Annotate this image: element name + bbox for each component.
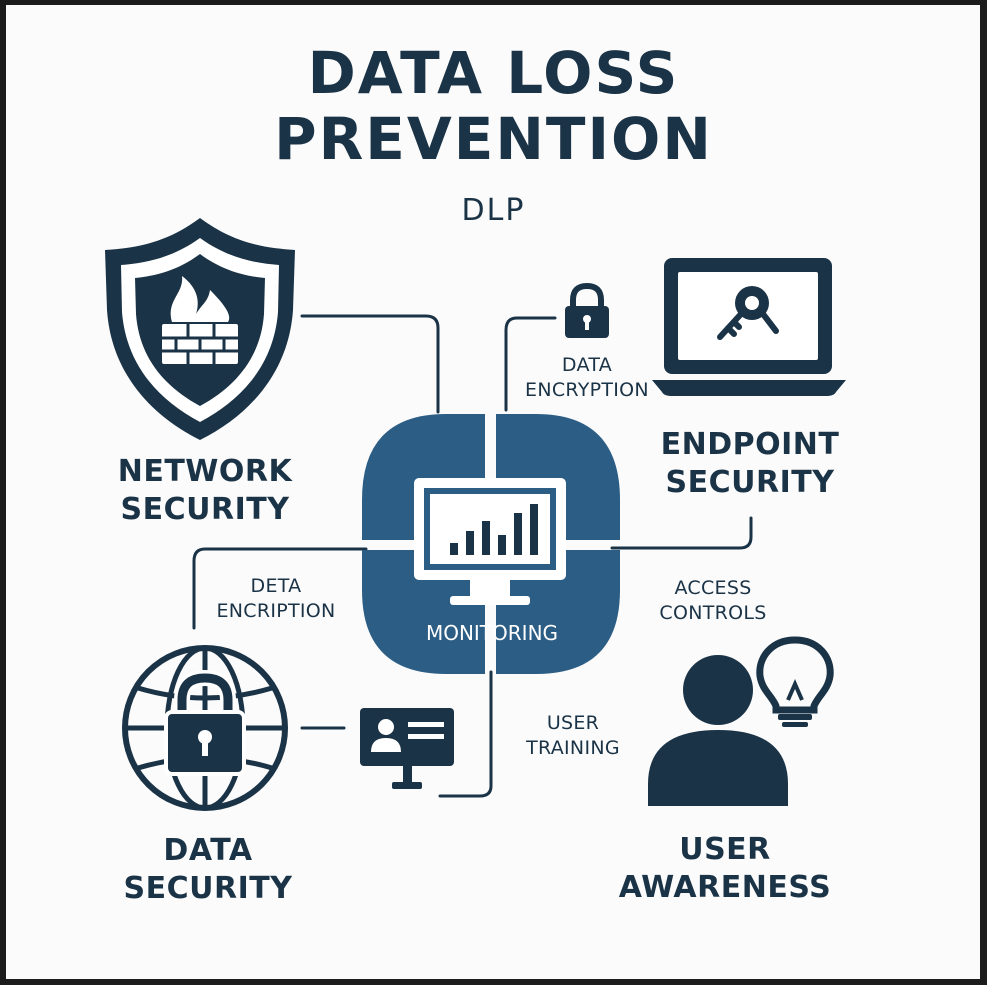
line-encryption-to-hub (504, 316, 557, 412)
globe-lock-icon (122, 645, 288, 811)
line-hub-to-endpoint (610, 516, 753, 550)
page-subtitle: DLP (461, 193, 526, 228)
endpoint-security-label: ENDPOINT SECURITY (660, 427, 840, 500)
network-security-label: NETWORK SECURITY (117, 454, 293, 527)
title-line-1: DATA LOSS (307, 39, 680, 107)
line-hub-to-data-security (192, 547, 368, 630)
monitoring-hub (362, 414, 620, 674)
user-training-label: USER TRAINING (526, 712, 620, 759)
person-lightbulb-icon (648, 636, 834, 806)
shield-firewall-icon (105, 218, 295, 440)
data-encryption-top-label: DATA ENCRYPTION (525, 354, 649, 401)
line-hub-to-kiosk (438, 670, 493, 798)
laptop-key-icon (652, 258, 846, 396)
connector-lines (192, 314, 753, 798)
title-line-2: PREVENTION (274, 105, 713, 173)
hub-quadrant-bottom-right (496, 550, 620, 674)
access-controls-label: ACCESS CONTROLS (659, 577, 767, 624)
data-encryption-left-label: DETA ENCRIPTION (216, 575, 336, 622)
data-security-label: DATA SECURITY (123, 833, 293, 906)
padlock-icon (565, 282, 609, 338)
hub-quadrant-bottom-left (362, 550, 485, 674)
page-title: DATA LOSS PREVENTION (0, 40, 987, 172)
id-card-kiosk-icon (360, 708, 454, 789)
hub-label: MONITORING (425, 621, 559, 645)
line-network-to-hub (300, 314, 440, 414)
monitor-bar-chart-icon (414, 478, 566, 605)
user-awareness-label: USER AWARENESS (618, 832, 832, 905)
